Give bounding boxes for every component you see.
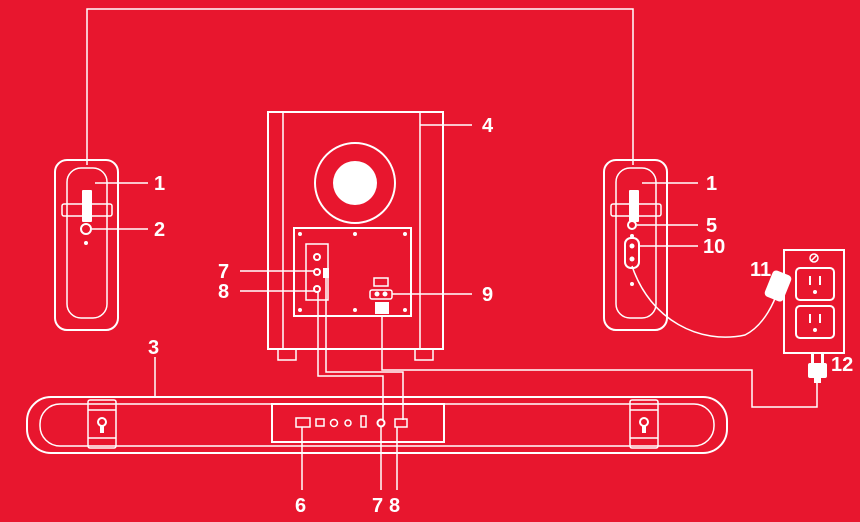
aux-port-icon (329, 418, 339, 428)
wall-mount-icon (87, 399, 117, 449)
callout-sub-port-7: 7 (218, 261, 229, 283)
callout-soundbar-port-7: 7 (372, 495, 383, 517)
power-socket-icon (369, 289, 393, 300)
soundbar (26, 396, 728, 454)
callout-sub-port-8: 8 (218, 281, 229, 303)
hdmi-port-icon (360, 415, 367, 428)
wall-mount-icon (629, 399, 659, 449)
left-satellite-speaker (54, 159, 119, 331)
callout-sub-power-9: 9 (482, 284, 493, 306)
power-switch-icon (373, 277, 389, 287)
callout-left-speaker-port: 1 (154, 173, 165, 195)
callout-left-speaker-jack: 2 (154, 219, 165, 241)
callout-right-speaker-input: 10 (703, 236, 725, 258)
input-port-icon (624, 237, 640, 269)
plate-screw-icon (809, 253, 819, 263)
optical-port-icon (295, 417, 311, 428)
sub-power-cable (381, 316, 818, 408)
callout-subwoofer: 4 (482, 115, 494, 137)
callout-soundbar-port-6: 6 (295, 495, 306, 517)
cable-plug-icon (629, 190, 639, 222)
callout-soundbar-port-8: 8 (389, 495, 400, 517)
socket-upper-icon (795, 267, 835, 301)
subwoofer (267, 111, 444, 361)
sub-back-panel (293, 227, 412, 317)
callout-soundbar: 3 (148, 337, 159, 359)
woofer-cone-icon (314, 142, 396, 224)
cable-7 (317, 292, 384, 420)
callout-power-adapter: 11 (750, 259, 771, 281)
jack-icon (80, 223, 92, 235)
sub-out-port-icon (376, 418, 386, 428)
jack-icon (627, 220, 637, 230)
power-plug (808, 352, 827, 383)
adapter-cable (631, 265, 779, 338)
callout-right-speaker-port: 1 (706, 173, 717, 195)
power-plug-icon (375, 302, 389, 314)
callout-power-plug: 12 (831, 354, 853, 376)
satellite-link-cable (86, 8, 634, 165)
wall-outlet (783, 249, 845, 354)
sub-data-port-icon (394, 418, 408, 428)
socket-lower-icon (795, 305, 835, 339)
callout-right-speaker-jack: 5 (706, 215, 717, 237)
usb-port-icon (315, 418, 325, 427)
soundbar-port-panel (271, 403, 445, 443)
connector-plug-icon (323, 268, 329, 278)
coax-port-icon (344, 419, 352, 427)
cable-plug-icon (82, 190, 92, 222)
right-satellite-speaker (603, 159, 668, 331)
power-adapter (764, 270, 792, 302)
